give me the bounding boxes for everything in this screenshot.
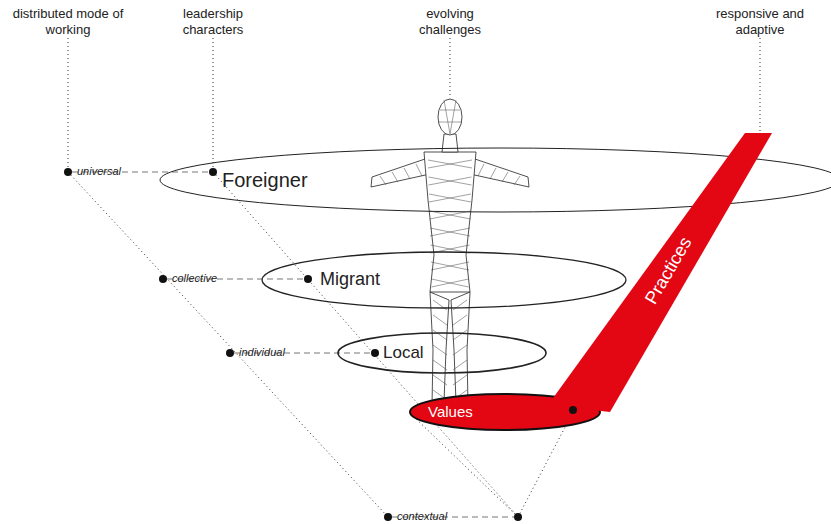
node-outline <box>338 333 546 373</box>
mesh-stroke <box>432 279 469 287</box>
mesh-stroke <box>430 228 470 236</box>
scale-label: collective <box>172 272 252 285</box>
node-label: Local <box>383 344 424 363</box>
mesh-stroke <box>433 375 447 385</box>
mesh-stroke <box>438 100 462 134</box>
dot <box>159 275 167 283</box>
figure-head <box>438 99 462 135</box>
leader-line <box>68 38 69 167</box>
leader-line <box>760 38 761 132</box>
mesh-stroke <box>514 176 520 185</box>
dot <box>226 349 234 357</box>
mesh-stroke <box>429 177 472 185</box>
mesh-stroke <box>453 315 467 325</box>
figure-leg <box>430 292 449 406</box>
scale-label: individual <box>239 346 319 359</box>
mesh-stroke <box>429 194 471 202</box>
dot <box>384 513 392 521</box>
leader-line <box>68 172 388 517</box>
mesh-stroke <box>433 360 447 370</box>
mesh-stroke <box>404 168 410 179</box>
scale-label: universal <box>77 165 157 178</box>
mesh-stroke <box>416 164 422 176</box>
mesh-stroke <box>380 176 386 185</box>
dot <box>514 513 522 521</box>
mesh-stroke <box>453 375 467 385</box>
node-label: Migrant <box>320 270 380 290</box>
figure-arm <box>470 158 529 187</box>
mesh-stroke <box>433 330 447 340</box>
mesh-stroke <box>453 330 467 340</box>
node-label: Foreigner <box>222 169 308 191</box>
ring-ellipse: Migrant <box>262 252 626 308</box>
mesh-stroke <box>430 228 470 236</box>
figure-leg <box>451 292 470 406</box>
mesh-stroke <box>429 177 472 185</box>
leader-line <box>213 38 214 167</box>
mesh-stroke <box>428 160 472 168</box>
mesh-stroke <box>432 279 469 287</box>
dot <box>64 168 72 176</box>
ellipse-outline <box>262 252 626 308</box>
scale-label: contextual <box>397 510 477 523</box>
ring-ellipse: Local <box>338 333 546 373</box>
dot <box>209 168 217 176</box>
mesh-stroke <box>433 345 447 355</box>
mesh-stroke <box>428 160 472 168</box>
node-outline <box>262 252 626 308</box>
figure-mesh <box>380 100 520 400</box>
column-heading: evolving challenges <box>410 6 490 37</box>
mesh-stroke <box>453 345 467 355</box>
leader-lines <box>68 38 760 517</box>
figure-torso <box>424 152 476 292</box>
figure-neck <box>442 134 458 152</box>
practice-band: Practices <box>540 130 775 415</box>
dots <box>64 168 577 521</box>
mesh-stroke <box>392 172 398 182</box>
node-label: Values <box>428 404 473 421</box>
mesh-stroke <box>490 168 496 179</box>
dashed-links <box>72 172 514 517</box>
ellipse-outline <box>338 333 546 373</box>
figure-arm <box>371 158 430 187</box>
leader-line <box>213 172 518 517</box>
leader-line <box>450 38 451 97</box>
band-shape <box>548 133 772 412</box>
column-heading: responsive and adaptive <box>710 6 810 37</box>
column-heading: leadership characters <box>168 6 258 37</box>
mesh-stroke <box>502 172 508 182</box>
column-heading: distributed mode of working <box>12 6 124 37</box>
mesh-stroke <box>433 315 447 325</box>
dot <box>304 275 312 283</box>
mesh-stroke <box>453 360 467 370</box>
mesh-stroke <box>429 194 471 202</box>
mesh-stroke <box>431 262 469 270</box>
mesh-stroke <box>431 262 469 270</box>
dot <box>371 349 379 357</box>
mesh-stroke <box>478 164 484 176</box>
